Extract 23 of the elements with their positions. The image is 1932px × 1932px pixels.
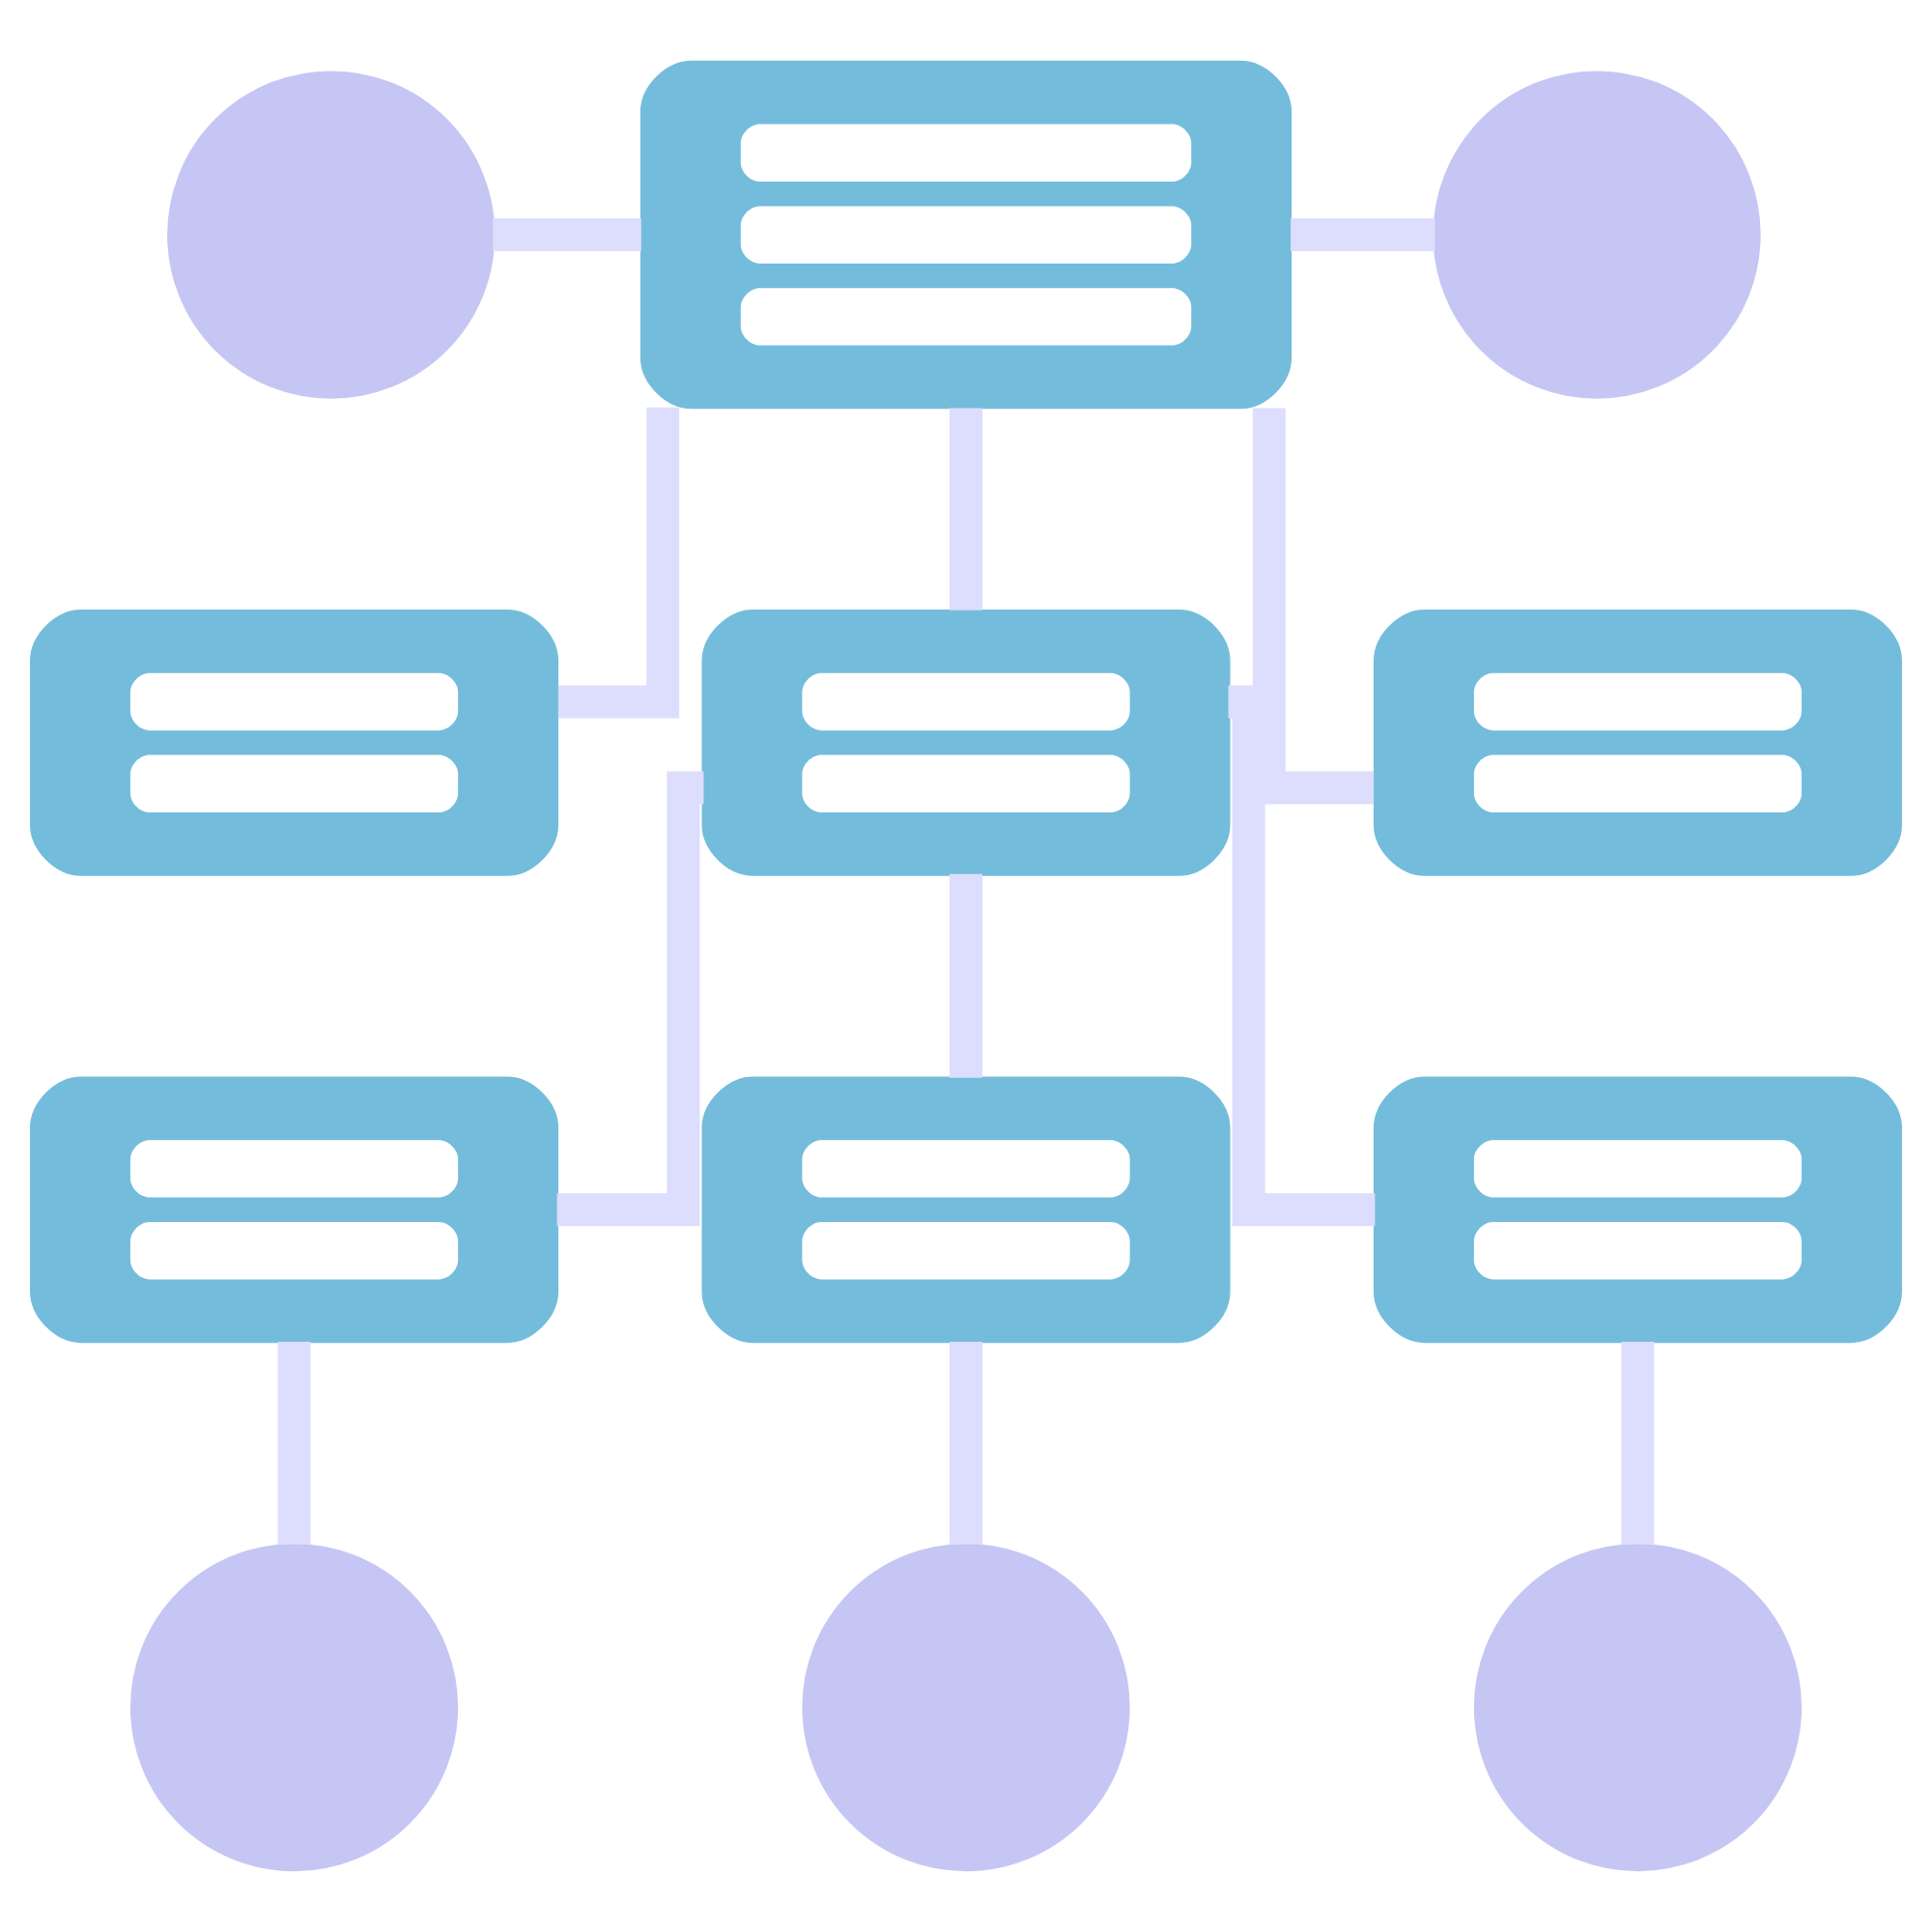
connector	[493, 218, 641, 251]
connector	[1291, 218, 1435, 251]
connector	[950, 408, 982, 611]
node-box	[1373, 610, 1902, 876]
node-circle	[129, 1543, 459, 1872]
node-circle	[802, 1543, 1130, 1872]
connector	[277, 1342, 311, 1545]
connector	[556, 771, 704, 1227]
node-box	[701, 1076, 1231, 1344]
node-box	[30, 610, 559, 876]
node-box	[701, 610, 1231, 876]
connector	[1252, 408, 1375, 805]
node-box	[30, 1076, 559, 1344]
connector	[1228, 685, 1376, 1227]
node-box	[639, 60, 1293, 410]
connector	[1621, 1342, 1655, 1545]
connector	[557, 407, 680, 719]
node-circle	[1433, 71, 1761, 399]
connector	[950, 873, 982, 1078]
node-circle	[1473, 1543, 1803, 1872]
node-circle	[167, 71, 496, 399]
node-box	[1373, 1076, 1902, 1344]
connector	[950, 1342, 982, 1545]
